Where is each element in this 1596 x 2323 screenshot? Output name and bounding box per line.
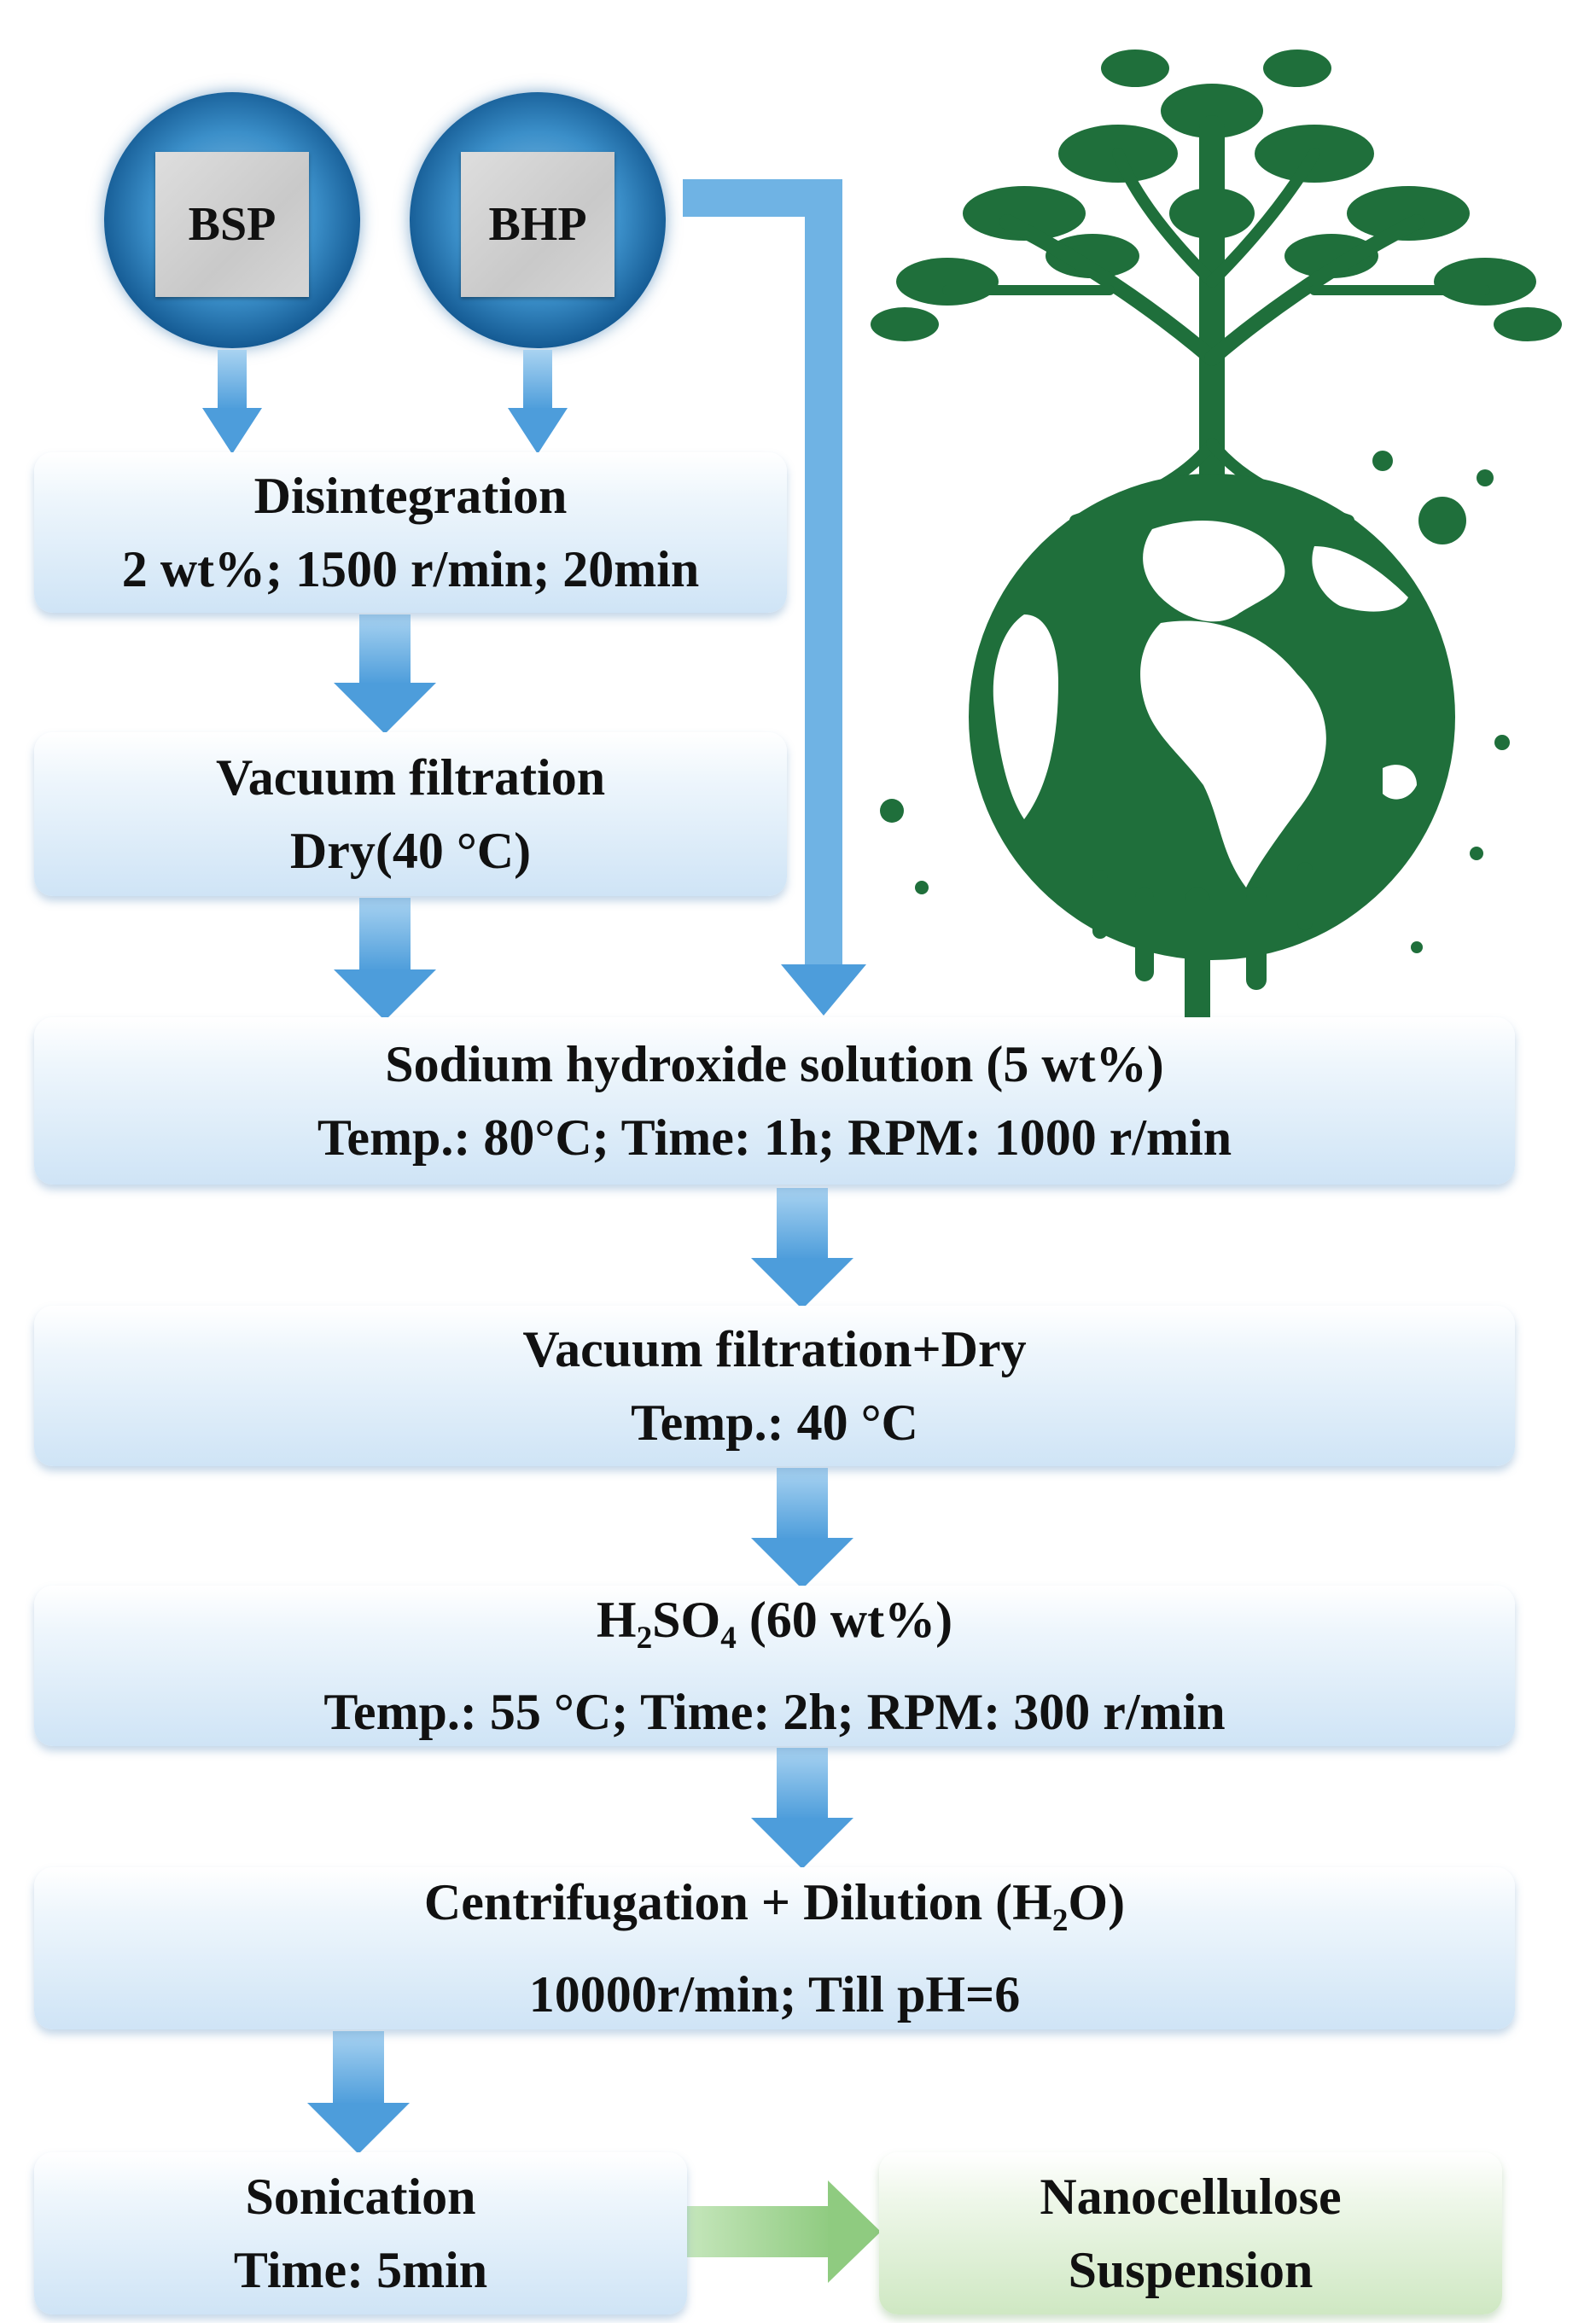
bsp-source-disk: BSP: [104, 92, 360, 348]
naoh-params: Temp.: 80°C; Time: 1h; RPM: 1000 r/min: [317, 1109, 1232, 1166]
centrifugation-end: O): [1068, 1874, 1126, 1930]
bsp-label: BSP: [188, 198, 277, 251]
centrifugation-params: 10000r/min; Till pH=6: [528, 1966, 1021, 2023]
h2so4-so-sub: 4: [720, 1621, 737, 1656]
arrow-bhp-to-disintegration: [508, 350, 568, 454]
step-disintegration: Disintegration 2 wt%; 1500 r/min; 20min: [34, 452, 787, 613]
naoh-title: Sodium hydroxide solution (5 wt%): [385, 1036, 1164, 1092]
step-sulfuric-acid: H2SO4 (60 wt%) Temp.: 55 °C; Time: 2h; R…: [34, 1586, 1515, 1746]
arrow-h2so4-to-centrifugation: [751, 1748, 853, 1869]
centrifugation-title: Centrifugation + Dilution (H2O): [424, 1866, 1125, 1958]
arrow-sonication-to-result: [687, 2180, 881, 2283]
result-nanocellulose-suspension: Nanocellulose Suspension: [879, 2152, 1502, 2314]
h2so4-concentration: (60 wt%): [736, 1592, 953, 1648]
step-vacuum-filtration-1: Vacuum filtration Dry(40 °C): [34, 732, 787, 896]
sonication-params: Time: 5min: [233, 2242, 488, 2298]
vacuum2-params: Temp.: 40 °C: [631, 1394, 918, 1451]
centrifugation-start: Centrifugation + Dilution (H: [423, 1874, 1052, 1930]
disintegration-title: Disintegration: [253, 468, 568, 524]
h2so4-h-sub: 2: [636, 1621, 653, 1656]
centrifugation-h2o-sub: 2: [1051, 1903, 1069, 1939]
bhp-sample-swatch: BHP: [461, 152, 615, 297]
vacuum1-params: Dry(40 °C): [289, 823, 532, 879]
step-sonication: Sonication Time: 5min: [34, 2152, 687, 2314]
step-vacuum-filtration-dry: Vacuum filtration+Dry Temp.: 40 °C: [34, 1306, 1515, 1466]
h2so4-params: Temp.: 55 °C; Time: 2h; RPM: 300 r/min: [323, 1684, 1226, 1741]
arrow-bhp-bypass-to-naoh: [683, 179, 866, 1016]
tree-globe-icon: [871, 49, 1562, 1033]
step-centrifugation: Centrifugation + Dilution (H2O) 10000r/m…: [34, 1867, 1515, 2029]
h2so4-h: H: [596, 1592, 637, 1648]
h2so4-title: H2SO4 (60 wt%): [597, 1583, 952, 1675]
bhp-label: BHP: [488, 198, 587, 251]
vacuum2-title: Vacuum filtration+Dry: [522, 1321, 1027, 1377]
arrow-vacuum2-to-h2so4: [751, 1468, 853, 1589]
disintegration-params: 2 wt%; 1500 r/min; 20min: [121, 541, 700, 597]
arrow-vacuum1-to-naoh: [334, 898, 436, 1021]
arrow-bsp-to-disintegration: [202, 350, 262, 454]
step-sodium-hydroxide: Sodium hydroxide solution (5 wt%) Temp.:…: [34, 1017, 1515, 1185]
arrow-naoh-to-vacuum2: [751, 1188, 853, 1309]
h2so4-so: SO: [652, 1592, 721, 1648]
result-line1: Nanocellulose: [1040, 2169, 1342, 2225]
bhp-source-disk: BHP: [410, 92, 666, 348]
vacuum1-title: Vacuum filtration: [215, 749, 606, 806]
arrow-centrifugation-to-sonication: [307, 2031, 410, 2154]
sonication-title: Sonication: [245, 2169, 476, 2225]
bsp-sample-swatch: BSP: [155, 152, 309, 297]
result-line2: Suspension: [1068, 2242, 1313, 2298]
arrow-disintegration-to-vacuum1: [334, 614, 436, 734]
